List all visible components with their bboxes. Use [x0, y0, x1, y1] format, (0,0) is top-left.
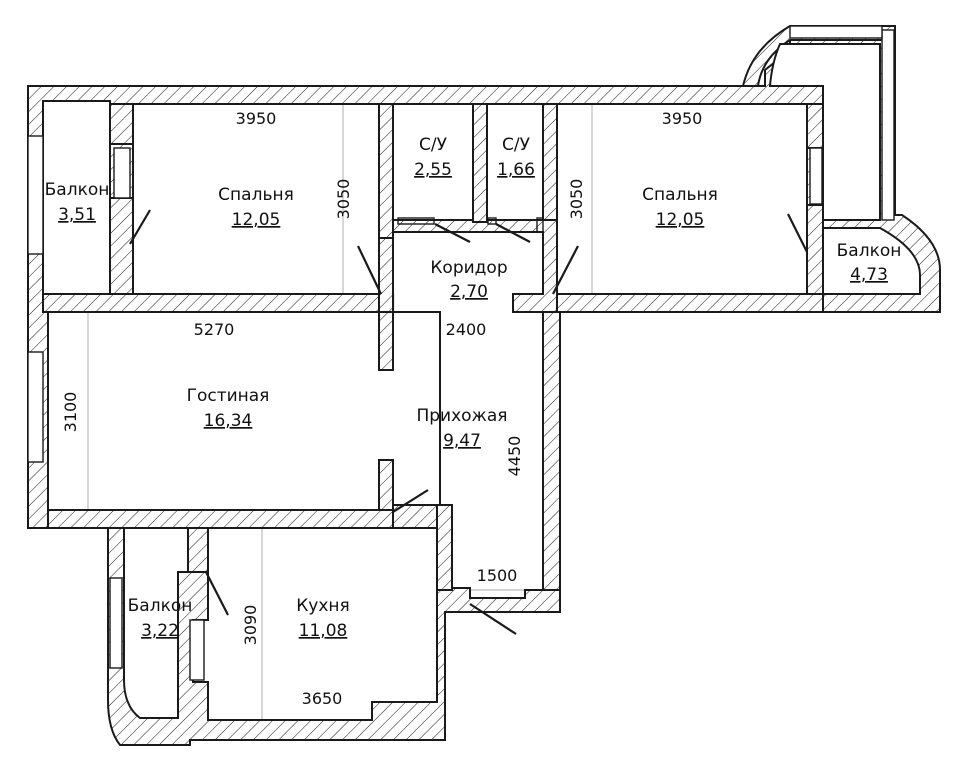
window-bedroom-right: [809, 147, 823, 205]
bathroom-2-area: 1,66: [497, 160, 535, 180]
room-balcony-right: [822, 227, 921, 295]
window-living: [27, 351, 44, 463]
bedroom-right-name: Спальня: [642, 185, 718, 205]
balcony-bottom-area: 3,22: [141, 621, 179, 641]
kitchen-area: 11,08: [299, 621, 348, 641]
bathroom-1-name: С/У: [419, 135, 448, 155]
dim-hallway-width: 1500: [477, 566, 518, 585]
corridor-area: 2,70: [450, 282, 488, 302]
corridor-name: Коридор: [430, 258, 507, 278]
living-room-area: 16,34: [204, 411, 253, 431]
bathroom-2-name: С/У: [502, 135, 531, 155]
dim-kitchen-depth: 3090: [241, 605, 260, 646]
hallway-name: Прихожая: [416, 406, 507, 426]
balcony-right-area: 4,73: [850, 265, 888, 285]
dim-bedroom-right-depth: 3050: [567, 179, 586, 220]
balcony-bottom-name: Балкон: [128, 596, 193, 616]
bedroom-right-area: 12,05: [656, 210, 705, 230]
dim-bedroom-left-depth: 3050: [334, 179, 353, 220]
dim-living-width: 5270: [194, 320, 235, 339]
dim-living-depth: 3100: [61, 392, 80, 433]
dim-kitchen-width: 3650: [302, 689, 343, 708]
dim-corridor-width: 2400: [446, 320, 487, 339]
dim-hallway-depth: 4450: [505, 436, 524, 477]
bedroom-left-name: Спальня: [218, 185, 294, 205]
window-balcony-bottom: [109, 577, 123, 669]
window-balcony-left: [27, 135, 44, 255]
doors: [129, 209, 808, 635]
window-balcony-top: [789, 25, 883, 39]
bathroom-1-area: 2,55: [414, 160, 452, 180]
balcony-right-name: Балкон: [837, 241, 902, 261]
balcony-left-name: Балкон: [45, 180, 110, 200]
dim-bedroom-right-width: 3950: [662, 109, 703, 128]
room-balcony-top-right: [768, 43, 881, 221]
window-kitchen: [189, 619, 205, 681]
bedroom-left-area: 12,05: [232, 210, 281, 230]
room-balcony-left: [42, 100, 111, 295]
dimension-lines: [87, 104, 593, 720]
rooms: [42, 43, 921, 721]
room-balcony-bottom: [123, 527, 189, 719]
dimension-labels: 3950 3050 3950 3050 5270 3100 2400 4450 …: [61, 109, 702, 708]
room-labels: Балкон 3,51 Спальня 12,05 С/У 2,55 С/У 1…: [45, 135, 902, 641]
balcony-left-area: 3,51: [58, 205, 96, 225]
window-balcony-top-right: [881, 29, 895, 221]
living-room-name: Гостиная: [187, 386, 270, 406]
hallway-area: 9,47: [443, 431, 481, 451]
window-bedroom-left: [113, 147, 131, 199]
partitions: [42, 103, 824, 591]
kitchen-name: Кухня: [296, 596, 350, 616]
dim-bedroom-left-width: 3950: [236, 109, 277, 128]
windows: [27, 25, 895, 681]
